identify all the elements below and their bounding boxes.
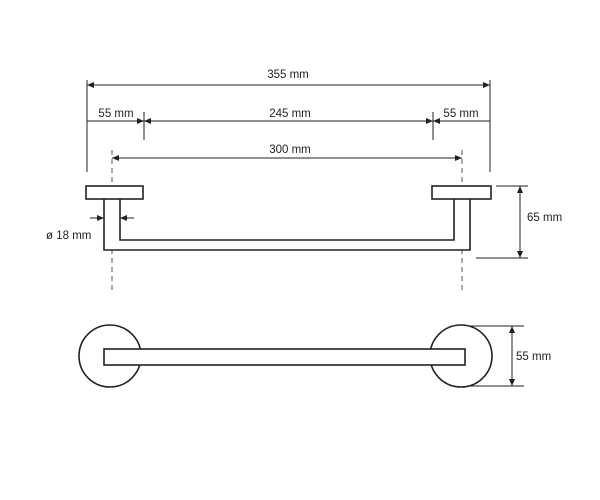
top-view: 55 mm [78,324,551,388]
label-left-mount: 55 mm [98,108,133,120]
label-mount-diameter: 55 mm [516,351,551,363]
label-right-mount: 55 mm [443,108,478,120]
wall-mount-right [431,185,492,200]
side-view: 355 mm 55 mm 245 mm 55 mm 300 mm ø 18 mm… [46,69,562,290]
towel-bar-profile [103,197,471,251]
towel-bar-top [103,348,466,366]
label-rod-diameter: ø 18 mm [46,230,91,242]
label-projection: 65 mm [527,212,562,224]
label-center-distance: 300 mm [269,144,311,156]
label-bar-span: 245 mm [269,108,311,120]
wall-mount-left [85,185,144,200]
label-overall-length: 355 mm [267,69,309,81]
